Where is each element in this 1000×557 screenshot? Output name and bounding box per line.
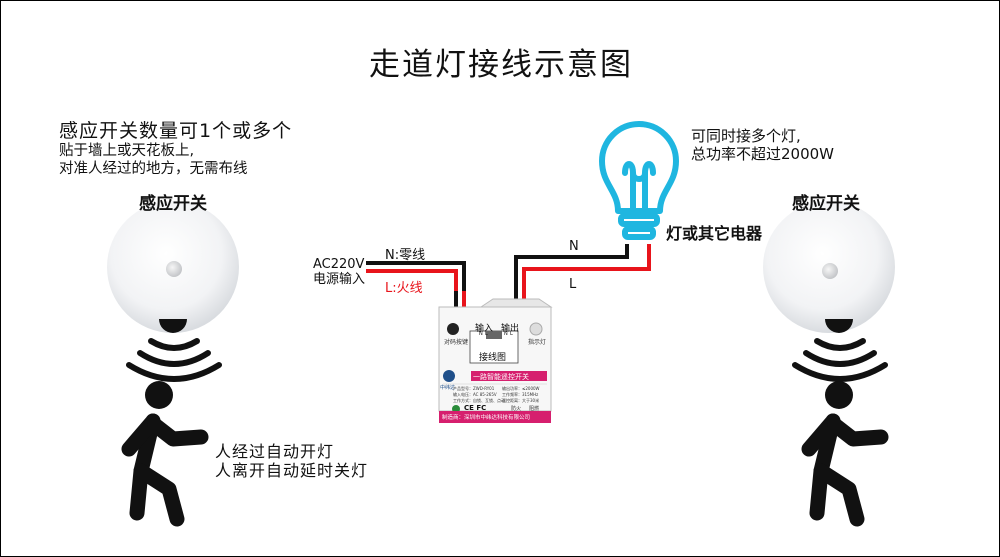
lamp-note-line1: 可同时接多个灯,: [691, 127, 801, 145]
light-bulb-icon: [599, 121, 679, 240]
lamp-note: 可同时接多个灯, 总功率不超过2000W: [691, 127, 834, 163]
pair-button-icon: [447, 323, 459, 335]
maker-text: 制造商：深圳市中纬达科技有限公司: [442, 415, 531, 421]
terminal-l-in: L: [485, 331, 488, 337]
walking-person-icon: [121, 381, 209, 527]
mounting-note-line2: 对准人经过的地方，无需布线: [59, 161, 248, 177]
output-live-wire: [522, 244, 651, 314]
output-live-label: L: [569, 277, 577, 292]
terminal-l-out: L: [510, 331, 513, 337]
left-sensor-label: 感应开关: [139, 194, 207, 214]
mounting-note: 贴于墙上或天花板上, 对准人经过的地方，无需布线: [59, 142, 248, 178]
spec-model: 产品型号：ZWD-RY01: [453, 386, 495, 391]
fireproof-mark: 防火: [511, 406, 522, 412]
ac-input-text: 电源输入: [313, 272, 366, 287]
input-neutral-label: N:零线: [385, 248, 426, 263]
walking-note-line2: 人离开自动延时关灯: [215, 461, 369, 480]
spec-power: 输出功率：≤2000W: [502, 386, 540, 391]
walking-person-icon: [801, 381, 889, 527]
cert-marks: CE FC: [464, 404, 487, 412]
page-title: 走道灯接线示意图: [369, 47, 633, 83]
walking-note: 人经过自动开灯 人离开自动延时关灯: [215, 442, 368, 480]
motion-wave-icon: [792, 338, 888, 382]
flame-retardant-mark: 阻燃: [529, 406, 540, 412]
ac-voltage: AC220V: [313, 257, 365, 272]
spec-voltage: 输入电压：AC 85-265V: [453, 392, 497, 397]
sensor-count-note: 感应开关数量可1个或多个: [59, 120, 293, 142]
indicator-label: 指示灯: [528, 339, 547, 346]
output-neutral-wire: [514, 244, 629, 314]
sensor-disc-icon: [107, 201, 239, 333]
product-banner: [471, 371, 547, 381]
terminal-n-out: N: [504, 331, 508, 337]
maker-banner: [439, 411, 551, 423]
spec-mode: 工作方式：自锁、互锁、点动: [453, 398, 505, 403]
lamp-label: 灯或其它电器: [666, 224, 763, 243]
module-input-label: 输入: [475, 324, 494, 334]
motion-wave-icon: [126, 338, 222, 382]
product-name: 一路智能遥控开关: [473, 373, 529, 381]
brand-logo-icon: [443, 370, 455, 382]
pair-button-label: 对码按键: [444, 339, 469, 346]
smart-switch-module: [438, 298, 553, 423]
spec-range: 遥控距离：大于30米: [502, 398, 540, 403]
sensor-disc-icon: [763, 201, 895, 333]
terminal-block: [486, 331, 502, 339]
output-neutral-label: N: [569, 239, 579, 254]
indicator-light-icon: [529, 322, 543, 336]
lamp-note-line2: 总功率不超过2000W: [691, 145, 835, 163]
right-sensor-label: 感应开关: [792, 194, 860, 214]
wiring-diagram-label: 接线图: [479, 353, 507, 363]
brand-name: 中纬达: [440, 385, 456, 391]
ac-input-label: AC220V 电源输入: [313, 257, 365, 287]
mounting-note-line1: 贴于墙上或天花板上,: [59, 143, 195, 159]
spec-frequency: 工作频率：315MHz: [502, 392, 539, 397]
walking-note-line1: 人经过自动开灯: [215, 442, 335, 461]
terminal-n-in: N: [479, 331, 483, 337]
module-output-label: 输出: [501, 324, 520, 334]
input-live-label: L:火线: [385, 281, 423, 296]
